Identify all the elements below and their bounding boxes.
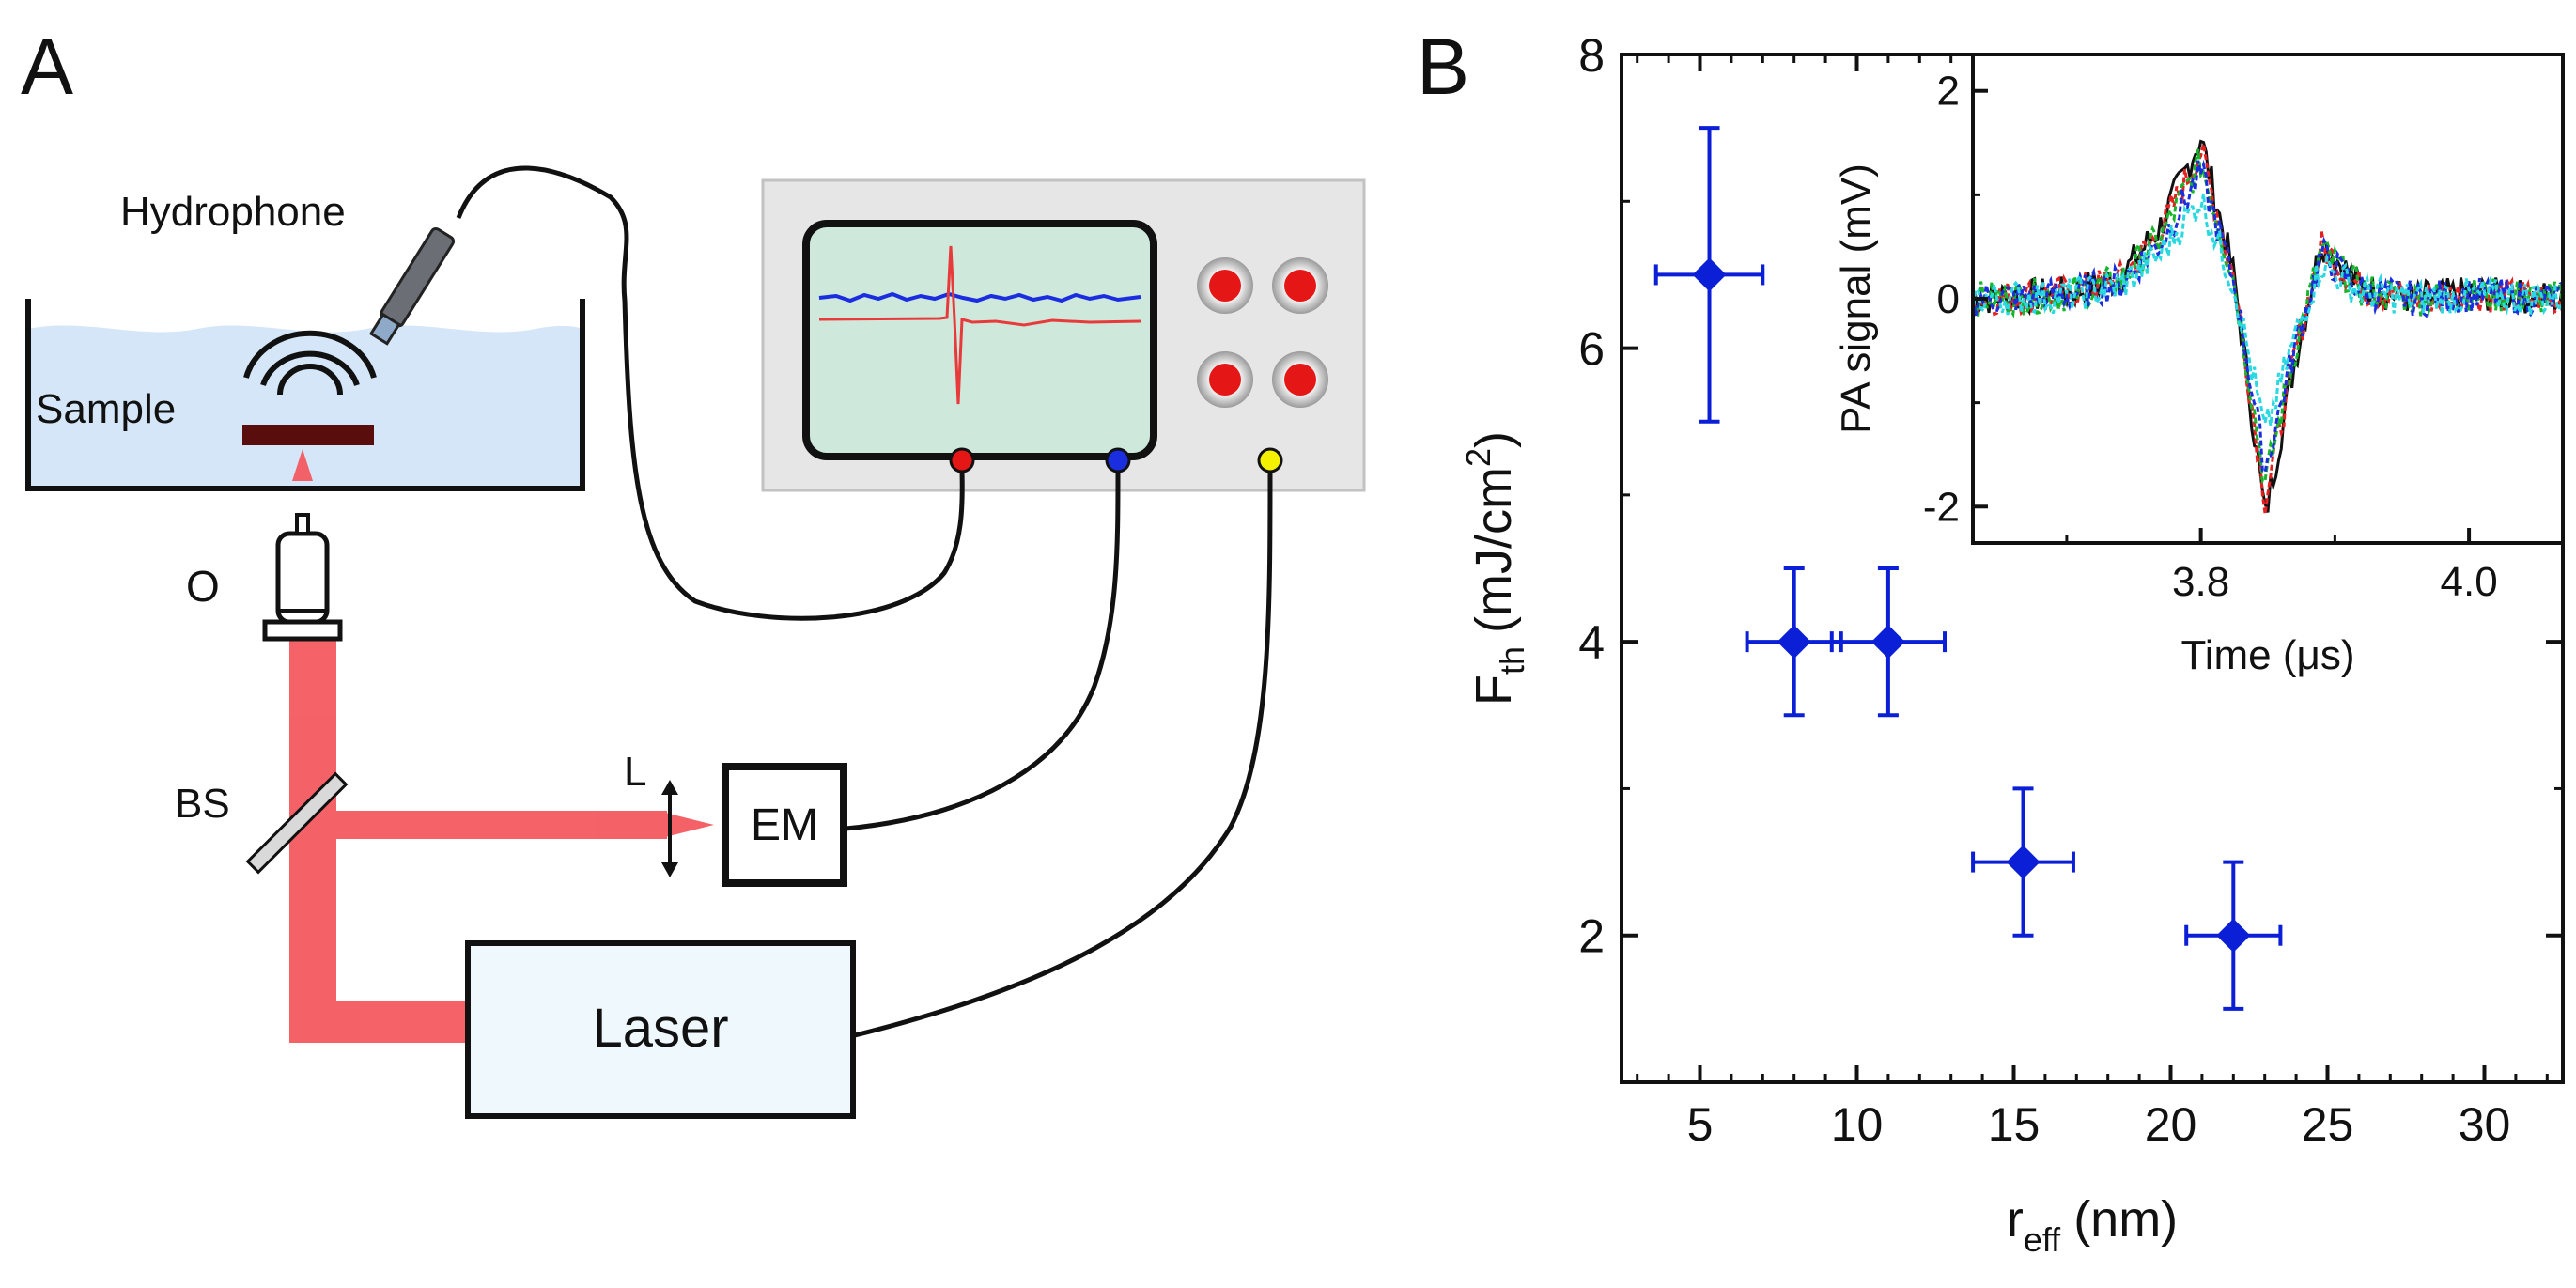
y-label-sup: 2 xyxy=(1459,448,1497,467)
screen-trace-red xyxy=(818,245,1141,405)
input-port-red xyxy=(949,447,975,473)
lens-label: L xyxy=(624,749,646,795)
knob-icon xyxy=(1209,270,1241,302)
beam-cone xyxy=(292,449,313,481)
sample-label: Sample xyxy=(36,386,176,432)
laser-box xyxy=(465,940,856,1119)
cables xyxy=(456,165,1273,1038)
data-point-diamond xyxy=(2216,918,2251,953)
energy-meter: EM xyxy=(722,763,847,887)
pa-signal-trace xyxy=(1973,193,2563,427)
hydrophone-label: Hydrophone xyxy=(120,189,346,235)
inset-traces xyxy=(1973,139,2563,515)
objective-base xyxy=(262,619,343,642)
x-tick-label: 30 xyxy=(2459,1098,2511,1151)
water-tank xyxy=(25,299,585,491)
oscilloscope-knobs xyxy=(1197,257,1328,408)
oscilloscope-screen xyxy=(802,220,1157,460)
y-tick-label: 4 xyxy=(1578,616,1605,669)
input-port-blue xyxy=(1105,447,1131,473)
inset-y-tick-label: 2 xyxy=(1937,69,1960,115)
data-point-diamond xyxy=(2006,845,2041,879)
beam-to-em xyxy=(314,811,667,839)
data-point-diamond xyxy=(1692,257,1727,292)
x-label-sub: eff xyxy=(2024,1220,2061,1259)
inset-x-tick-label: 3.8 xyxy=(2172,559,2229,605)
y-axis-label: Fth (mJ/cm2) xyxy=(1459,431,1531,706)
x-label-main: r xyxy=(2007,1191,2024,1248)
laser-beam xyxy=(289,449,714,1043)
laser: Laser xyxy=(465,940,856,1119)
inset-y-tick-label: -2 xyxy=(1923,484,1960,530)
panel-a: A Sample Hydrophone xyxy=(21,23,1366,1119)
x-tick-label: 5 xyxy=(1687,1098,1714,1151)
inset-y-tick-label: 0 xyxy=(1937,276,1960,322)
panel-a-label: A xyxy=(21,23,73,111)
panel-b-label: B xyxy=(1417,23,1469,111)
inset-x-label: Time (μs) xyxy=(2180,632,2354,678)
x-tick-label: 15 xyxy=(1988,1098,2041,1151)
knob-icon xyxy=(1284,364,1316,396)
beam-splitter: BS xyxy=(175,771,349,875)
acoustic-waves-icon xyxy=(243,330,377,396)
water xyxy=(28,325,582,489)
beam-vertical xyxy=(289,639,336,1043)
y-label-main: F xyxy=(1466,675,1522,706)
inset-x-tick-label: 4.0 xyxy=(2441,559,2498,605)
em-cable xyxy=(845,471,1121,831)
x-tick-label: 25 xyxy=(2302,1098,2354,1151)
energy-meter-box xyxy=(722,763,847,887)
laser-label: Laser xyxy=(592,998,728,1059)
inset-plot: 3.8 4.0 -2 0 2 PA signal (mV) Time (μs) xyxy=(1833,53,2565,678)
hydrophone-cable xyxy=(456,165,965,621)
x-axis-label: reff (nm) xyxy=(2007,1191,2178,1259)
sample xyxy=(242,425,374,445)
screen-trace-blue xyxy=(818,291,1141,303)
laser-cable xyxy=(854,471,1273,1038)
x-label-units: (nm) xyxy=(2073,1191,2178,1248)
inset-axis-ticks: 3.8 4.0 -2 0 2 xyxy=(1923,69,2498,605)
objective-barrel xyxy=(275,531,330,625)
energy-meter-label: EM xyxy=(751,800,818,850)
knob-icon xyxy=(1209,364,1241,396)
beam-focus xyxy=(658,811,714,839)
hydrophone: Hydrophone xyxy=(120,189,456,346)
main-data-points xyxy=(1692,257,2251,953)
lens: L xyxy=(624,749,678,877)
y-tick-label: 2 xyxy=(1578,910,1605,963)
y-label-close: ) xyxy=(1466,431,1522,448)
objective: O xyxy=(186,513,343,642)
data-point-diamond xyxy=(1870,625,1905,660)
y-label-units: (mJ/cm xyxy=(1466,467,1522,633)
data-point-diamond xyxy=(1777,625,1811,660)
beam-to-laser xyxy=(289,1001,468,1043)
objective-label: O xyxy=(186,562,220,611)
beam-splitter-label: BS xyxy=(175,781,230,827)
y-tick-label: 8 xyxy=(1578,29,1605,82)
x-tick-label: 20 xyxy=(2145,1098,2197,1151)
y-label-sub: th xyxy=(1493,646,1531,675)
y-tick-label: 6 xyxy=(1578,323,1605,376)
oscilloscope xyxy=(761,178,1366,492)
input-port-yellow xyxy=(1257,447,1283,473)
inset-y-label: PA signal (mV) xyxy=(1833,163,1879,434)
x-tick-label: 10 xyxy=(1831,1098,1884,1151)
objective-tip xyxy=(295,513,310,535)
tank-walls xyxy=(25,299,585,491)
knob-icon xyxy=(1284,270,1316,302)
svg-text:Fth(mJ/cm2): Fth (mJ/cm2) xyxy=(1459,431,1531,706)
